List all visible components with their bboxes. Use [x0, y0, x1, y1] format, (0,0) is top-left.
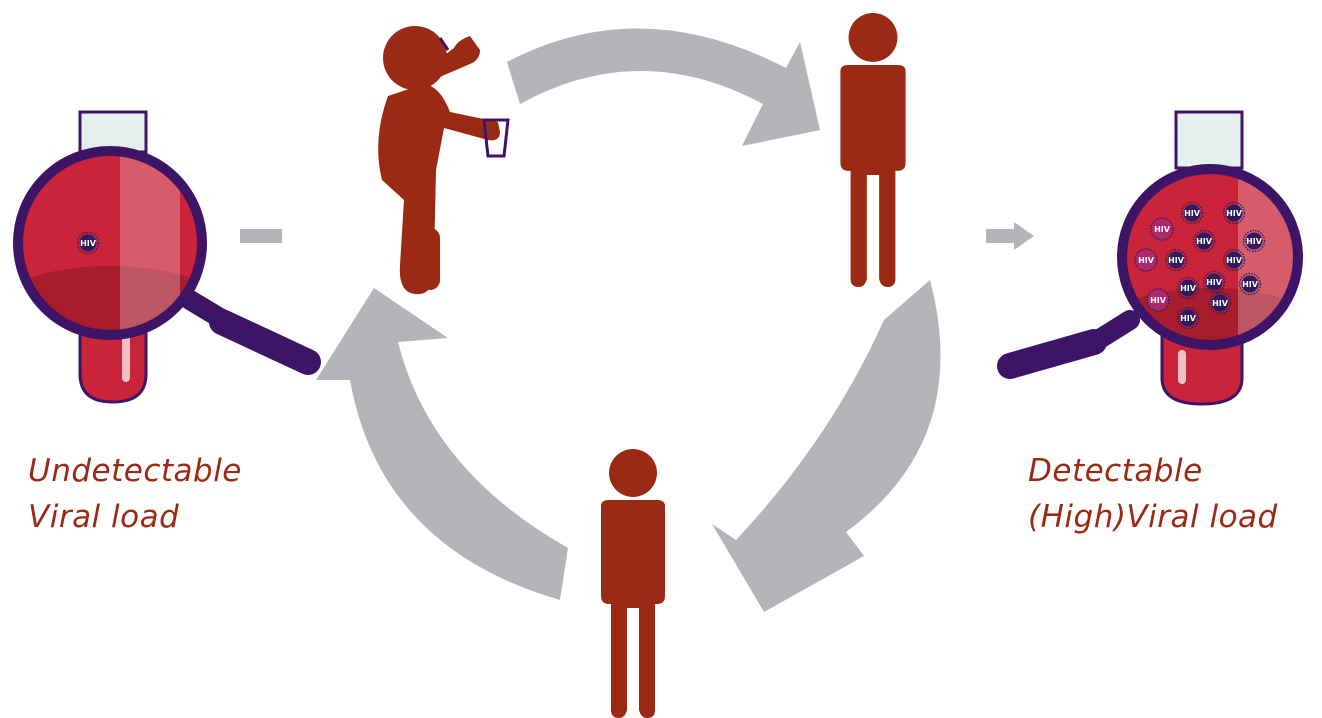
- cycle-arrow-left: [316, 288, 568, 600]
- svg-text:HIV: HIV: [1246, 237, 1263, 246]
- person-drinking-icon: [378, 26, 500, 295]
- cycle-arrow-right: [712, 280, 941, 612]
- hiv-virus-icon-highlight: HIV: [1146, 288, 1170, 312]
- hiv-virus-icon: HIV: [1242, 229, 1266, 253]
- caption-undetectable: Undetectable Viral load: [28, 448, 242, 540]
- svg-text:HIV: HIV: [1150, 296, 1167, 305]
- hiv-virus-icon: HIV: [76, 231, 100, 255]
- svg-text:HIV: HIV: [1168, 256, 1185, 265]
- svg-text:HIV: HIV: [1196, 237, 1213, 246]
- cycle-arrow-icon: [316, 288, 568, 600]
- caption-left-line1: Undetectable: [28, 453, 242, 489]
- svg-text:HIV: HIV: [1206, 278, 1223, 287]
- right-connector-arrow-icon: [986, 222, 1034, 250]
- hiv-virus-icon-highlight: HIV: [1150, 217, 1174, 241]
- person-standing-bottom-icon: [601, 449, 665, 718]
- svg-text:HIV: HIV: [1226, 209, 1243, 218]
- hiv-virus-icon: HIV: [1176, 276, 1200, 300]
- hiv-virus-icon: HIV: [1238, 272, 1262, 296]
- caption-right-line2: (High)Viral load: [1028, 499, 1278, 535]
- svg-text:HIV: HIV: [1226, 256, 1243, 265]
- hiv-virus-icon: HIV: [1202, 270, 1226, 294]
- caption-right-line1: Detectable: [1028, 453, 1203, 489]
- magnifier-test-tube-right: HIV HIV HIV HIV HIV HIV HIV HIV HIV HIV …: [997, 110, 1303, 406]
- magnifier-test-tube-left: HIV: [13, 110, 321, 404]
- minus-connector: [240, 229, 282, 243]
- hiv-virus-icon: HIV: [1222, 201, 1246, 225]
- svg-text:HIV: HIV: [1138, 256, 1155, 265]
- svg-text:HIV: HIV: [1180, 284, 1197, 293]
- caption-detectable: Detectable (High)Viral load: [1028, 448, 1278, 540]
- caption-left-line2: Viral load: [28, 499, 180, 535]
- person-standing-top-right-icon: [840, 13, 906, 287]
- cycle-arrow-icon: [507, 28, 820, 147]
- svg-text:HIV: HIV: [1184, 209, 1201, 218]
- hiv-virus-icon: HIV: [1192, 229, 1216, 253]
- hiv-virus-icon: HIV: [1222, 248, 1246, 272]
- hiv-virus-icon: HIV: [1176, 306, 1200, 330]
- hiv-virus-icon: HIV: [1208, 291, 1232, 315]
- cup-icon: [438, 37, 510, 158]
- svg-text:HIV: HIV: [1154, 225, 1171, 234]
- svg-text:HIV: HIV: [1212, 299, 1229, 308]
- hiv-virus-icon: HIV: [1164, 248, 1188, 272]
- svg-text:HIV: HIV: [1180, 314, 1197, 323]
- cycle-arrow-top: [507, 28, 820, 147]
- hiv-virus-icon: HIV: [1180, 201, 1204, 225]
- cycle-arrow-icon: [712, 280, 941, 612]
- hiv-virus-icon-highlight: HIV: [1134, 248, 1158, 272]
- hiv-virus-cluster: HIV HIV HIV HIV HIV HIV HIV HIV HIV HIV …: [1134, 201, 1266, 330]
- svg-text:HIV: HIV: [1242, 280, 1259, 289]
- hiv-label: HIV: [80, 239, 97, 248]
